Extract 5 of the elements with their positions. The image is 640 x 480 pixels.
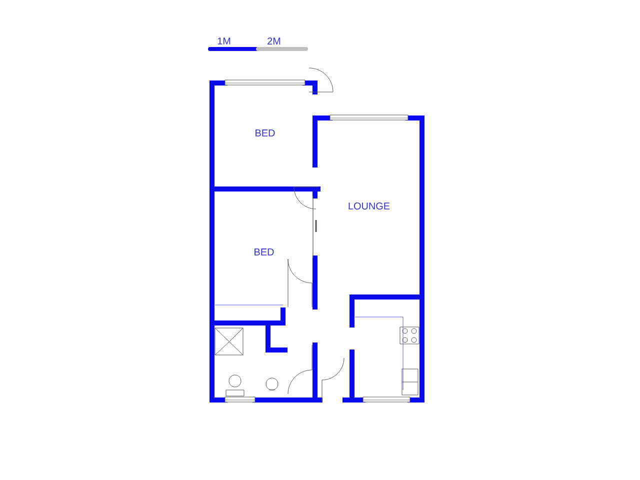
room-label: BED (254, 248, 274, 256)
scale-label: 1M (218, 38, 230, 44)
room-label: BED (256, 130, 275, 136)
room-label: LOUNGE (348, 202, 390, 210)
scale-label: 2M (268, 38, 280, 44)
